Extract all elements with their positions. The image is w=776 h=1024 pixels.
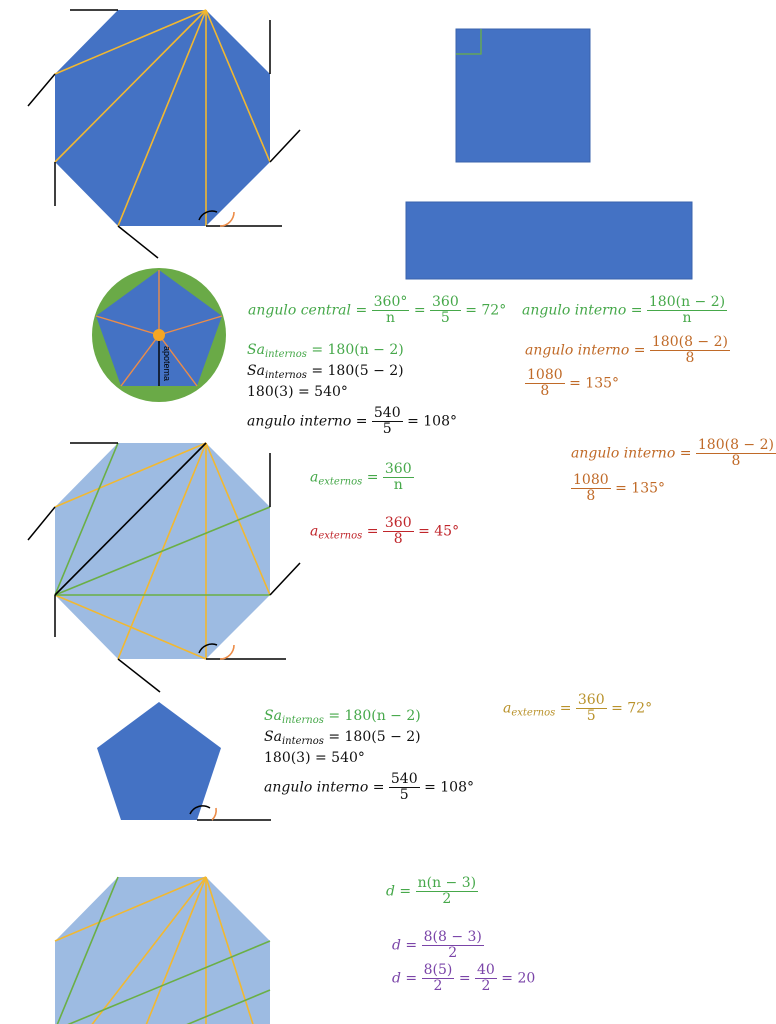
formula-interior-angle-octagon-1: angulo interno = 180(8 − 2)8 — [525, 334, 730, 366]
octagon-1-interior-angle-arc — [198, 210, 218, 221]
octagon-2-black-diagonal — [54, 442, 207, 596]
octagon-1-exterior-angle-arc — [219, 211, 235, 227]
octagon-3-fill — [55, 877, 270, 1024]
pentagon-2-interior-angle-arc — [189, 805, 211, 815]
pentagon-2-fill — [97, 702, 221, 820]
pentagon-2-exterior-angle-arc — [211, 807, 217, 821]
formula-interior-angle-general: angulo interno = 180(n − 2)n — [522, 294, 728, 326]
formula-sum-pentagon-2: Sainternos = 180(n − 2) Sainternos = 180… — [264, 708, 474, 803]
square — [455, 28, 591, 163]
octagon-3-gold-diagonals — [54, 876, 254, 1024]
octagon-3 — [54, 876, 271, 1024]
octagon-2-interior-angle-arc — [198, 643, 218, 654]
pentagon-radii — [95, 270, 223, 387]
octagon-1-diagonals — [54, 9, 271, 227]
octagon-2-green-diagonals — [54, 442, 271, 596]
formula-sum-pentagon-1: Sainternos = 180(n − 2) Sainternos = 180… — [247, 342, 457, 437]
pentagon-2 — [97, 702, 271, 821]
formula-interior-angle-octagon-2: angulo interno = 180(8 − 2)8 — [571, 437, 776, 469]
right-angle-marker — [456, 29, 482, 55]
octagon-3-green-diagonals — [56, 876, 271, 1024]
pentagon-in-circle: apotema — [92, 268, 226, 402]
pentagon-center-dot — [153, 329, 165, 341]
rectangle — [405, 201, 693, 280]
octagon-2-exterior-angle-arc — [219, 644, 235, 660]
octagon-2 — [27, 442, 301, 693]
apothem-label: apotema — [162, 346, 172, 381]
octagon-1 — [27, 9, 301, 259]
octagon-2-extension-lines — [27, 442, 301, 693]
octagon-1-extension-lines — [27, 9, 301, 259]
formula-diagonals-general: d = n(n − 3)2 — [386, 875, 479, 907]
formula-diagonals-octagon: d = 8(8 − 3)2 — [392, 929, 484, 961]
